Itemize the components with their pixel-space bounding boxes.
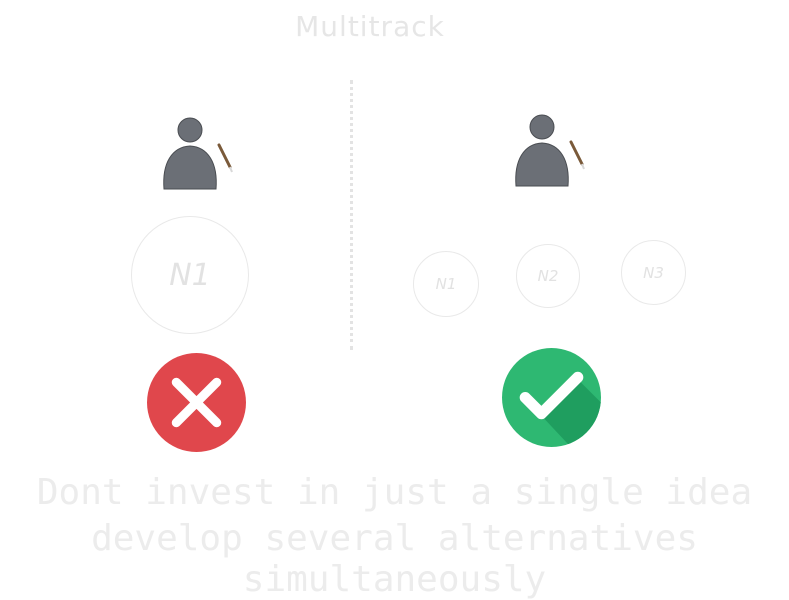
diagram-title: Multitrack — [295, 10, 445, 43]
idea-label: N1 — [435, 275, 457, 293]
idea-label: N2 — [537, 267, 559, 285]
idea-label: N1 — [169, 257, 211, 293]
caption-line-2: develop several alternatives simultaneou… — [91, 518, 698, 600]
cross-icon — [147, 353, 246, 452]
idea-circle: N1 — [131, 216, 249, 334]
idea-label: N3 — [643, 263, 664, 282]
idea-circle: N3 — [621, 240, 686, 305]
caption-line-1: Dont invest in just a single idea — [36, 472, 753, 513]
idea-circle: N2 — [516, 244, 580, 308]
idea-circle: N1 — [413, 251, 479, 317]
person-writing-icon — [163, 117, 233, 190]
divider — [350, 80, 353, 350]
check-icon — [502, 348, 601, 447]
person-writing-icon — [515, 114, 585, 187]
